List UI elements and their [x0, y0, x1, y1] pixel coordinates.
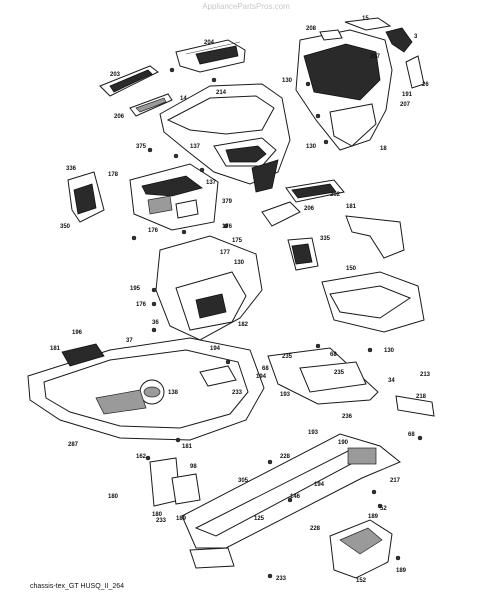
callout: 146: [290, 494, 301, 500]
callout: 36: [152, 320, 159, 326]
callout: 175: [232, 238, 243, 244]
callout: 125: [254, 516, 265, 522]
callout: 176: [222, 224, 233, 230]
callout: 18: [380, 146, 387, 152]
callout: 68: [330, 352, 337, 358]
callout: 195: [130, 286, 141, 292]
callout: 204: [204, 40, 215, 46]
callout: 194: [314, 482, 325, 488]
callout: 15: [362, 16, 369, 22]
callout: 3: [414, 34, 418, 40]
callout: 137: [206, 180, 217, 186]
callout: 52: [380, 506, 387, 512]
callout: 180: [108, 494, 119, 500]
callout: 137: [190, 144, 201, 150]
callout: 130: [282, 78, 293, 84]
callout: 189: [368, 514, 379, 520]
callout: 193: [308, 430, 319, 436]
callout: 37: [126, 338, 133, 344]
callout: 235: [334, 370, 345, 376]
callout: 98: [190, 464, 197, 470]
callout: 162: [136, 454, 147, 460]
callout: 208: [306, 26, 317, 32]
callout: 182: [238, 322, 249, 328]
callout: 194: [210, 346, 221, 352]
callout: 180: [152, 512, 163, 518]
callout: 150: [346, 266, 357, 272]
frame-support: [155, 235, 425, 341]
footrest-body: [27, 337, 265, 441]
callout: 336: [66, 166, 77, 172]
callout: 203: [110, 72, 121, 78]
callout: 217: [390, 478, 401, 484]
callout: 233: [156, 518, 167, 524]
bracket-152: [329, 519, 393, 579]
hood-assembly: [99, 17, 425, 203]
callout: 130: [384, 348, 395, 354]
callout: 235: [282, 354, 293, 360]
callout: 228: [310, 526, 321, 532]
watermark: AppliancePartsPros.com: [202, 2, 290, 11]
dash-console: [67, 163, 405, 271]
callout-labels: 15 208 3 204 207 26 203 130 214 191 14 2…: [50, 16, 431, 584]
callout: 335: [320, 236, 331, 242]
hardware-fasteners: [65, 67, 423, 579]
callout: 181: [50, 346, 61, 352]
callout: 214: [216, 90, 227, 96]
callout: 68: [408, 432, 415, 438]
callout: 305: [238, 478, 249, 484]
callout: 218: [416, 394, 427, 400]
callout: 213: [420, 372, 431, 378]
callout: 233: [232, 390, 243, 396]
callout: 152: [356, 578, 367, 584]
callout: 68: [262, 366, 269, 372]
callout: 207: [370, 54, 381, 60]
callout: 191: [402, 92, 413, 98]
callout: 202: [330, 192, 341, 198]
callout: 181: [346, 204, 357, 210]
callout: 206: [304, 206, 315, 212]
callout: 176: [148, 228, 159, 234]
callout: 34: [388, 378, 395, 384]
callout: 233: [276, 576, 287, 582]
callout: 194: [256, 374, 267, 380]
callout: 189: [176, 516, 187, 522]
callout: 206: [114, 114, 125, 120]
callout: 14: [180, 96, 187, 102]
callout: 375: [136, 144, 147, 150]
callout: 176: [136, 302, 147, 308]
callout: 189: [396, 568, 407, 574]
callout: 190: [338, 440, 349, 446]
callout: 228: [280, 454, 291, 460]
chassis-frame: [149, 347, 435, 569]
callout: 350: [60, 224, 71, 230]
callout: 287: [68, 442, 79, 448]
callout: 207: [400, 102, 411, 108]
callout: 178: [108, 172, 119, 178]
callout: 130: [306, 144, 317, 150]
callout: 196: [72, 330, 83, 336]
callout: 138: [168, 390, 179, 396]
callout: 193: [280, 392, 291, 398]
callout: 26: [422, 82, 429, 88]
callout: 236: [342, 414, 353, 420]
callout: 181: [182, 444, 193, 450]
diagram-caption: chassis-tex_GT HUSQ_II_264: [30, 583, 124, 590]
callout: 177: [220, 250, 231, 256]
callout: 130: [234, 260, 245, 266]
callout: 379: [222, 199, 233, 205]
